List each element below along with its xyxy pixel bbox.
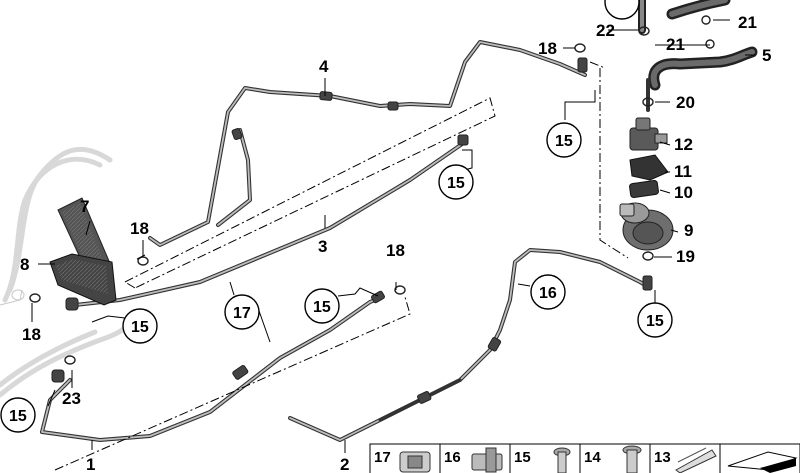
valve-12 xyxy=(629,117,668,151)
callout-20: 20 xyxy=(676,93,695,112)
ref-15-a: 15 xyxy=(555,133,573,150)
callout-1: 1 xyxy=(86,455,95,473)
callout-18-b: 18 xyxy=(386,241,405,260)
damper-10 xyxy=(629,180,659,198)
pump-9 xyxy=(619,202,674,251)
leader-dash-lines xyxy=(54,61,629,471)
legend-17: 17 xyxy=(374,449,391,466)
callout-18-d: 18 xyxy=(22,325,41,344)
washers xyxy=(29,15,715,365)
legend-14: 14 xyxy=(584,449,601,466)
ref-17: 17 xyxy=(233,305,251,322)
callout-8: 8 xyxy=(20,255,29,274)
pipes xyxy=(40,0,758,442)
callout-21-b: 21 xyxy=(666,35,685,54)
bracket-11 xyxy=(629,154,669,181)
legend-connector-icon xyxy=(471,447,503,473)
callout-9: 9 xyxy=(684,221,693,240)
callout-12: 12 xyxy=(674,135,693,154)
callout-22: 22 xyxy=(596,21,615,40)
leaders xyxy=(31,19,755,453)
legend-clip-icon xyxy=(399,451,431,473)
legend-13: 13 xyxy=(654,449,671,466)
callout-23: 23 xyxy=(62,389,81,408)
bracket-8 xyxy=(49,253,117,306)
pipe-clips xyxy=(51,57,653,404)
callout-5: 5 xyxy=(762,46,771,65)
ref-15-c: 15 xyxy=(313,299,331,316)
callout-18-c: 18 xyxy=(538,39,557,58)
pipe-4 xyxy=(148,40,587,247)
callout-21-a: 21 xyxy=(738,13,757,32)
ref-16: 16 xyxy=(539,285,557,302)
pipe-2 xyxy=(288,248,652,442)
callout-3: 3 xyxy=(318,237,327,256)
legend-15: 15 xyxy=(514,449,531,466)
ghost-lines xyxy=(0,146,133,398)
callout-2: 2 xyxy=(340,455,349,473)
ref-15-e: 15 xyxy=(646,313,664,330)
callout-19: 19 xyxy=(676,247,695,266)
legend-bolt-icon xyxy=(553,447,571,473)
parts-legend: 17 16 15 14 13 xyxy=(369,443,800,473)
legend-wedge-icon xyxy=(727,451,798,473)
callout-10: 10 xyxy=(674,183,693,202)
ref-15-b: 15 xyxy=(447,175,465,192)
circled-refs xyxy=(0,0,673,433)
callout-11: 11 xyxy=(674,162,692,181)
callout-labels: 1 2 3 4 5 7 8 9 10 11 12 16 17 18 18 18 … xyxy=(20,13,771,473)
ref-15-f: 15 xyxy=(9,408,27,425)
legend-16: 16 xyxy=(444,449,461,466)
callout-4: 4 xyxy=(319,57,329,76)
callout-7: 7 xyxy=(80,197,89,216)
legend-screw-icon xyxy=(622,445,642,473)
callout-18-a: 18 xyxy=(130,219,149,238)
circled-ref-labels: 15 15 15 15 15 15 15 15 17 16 xyxy=(9,133,664,425)
legend-tape-icon xyxy=(675,447,717,473)
ref-15-d: 15 xyxy=(131,319,149,336)
